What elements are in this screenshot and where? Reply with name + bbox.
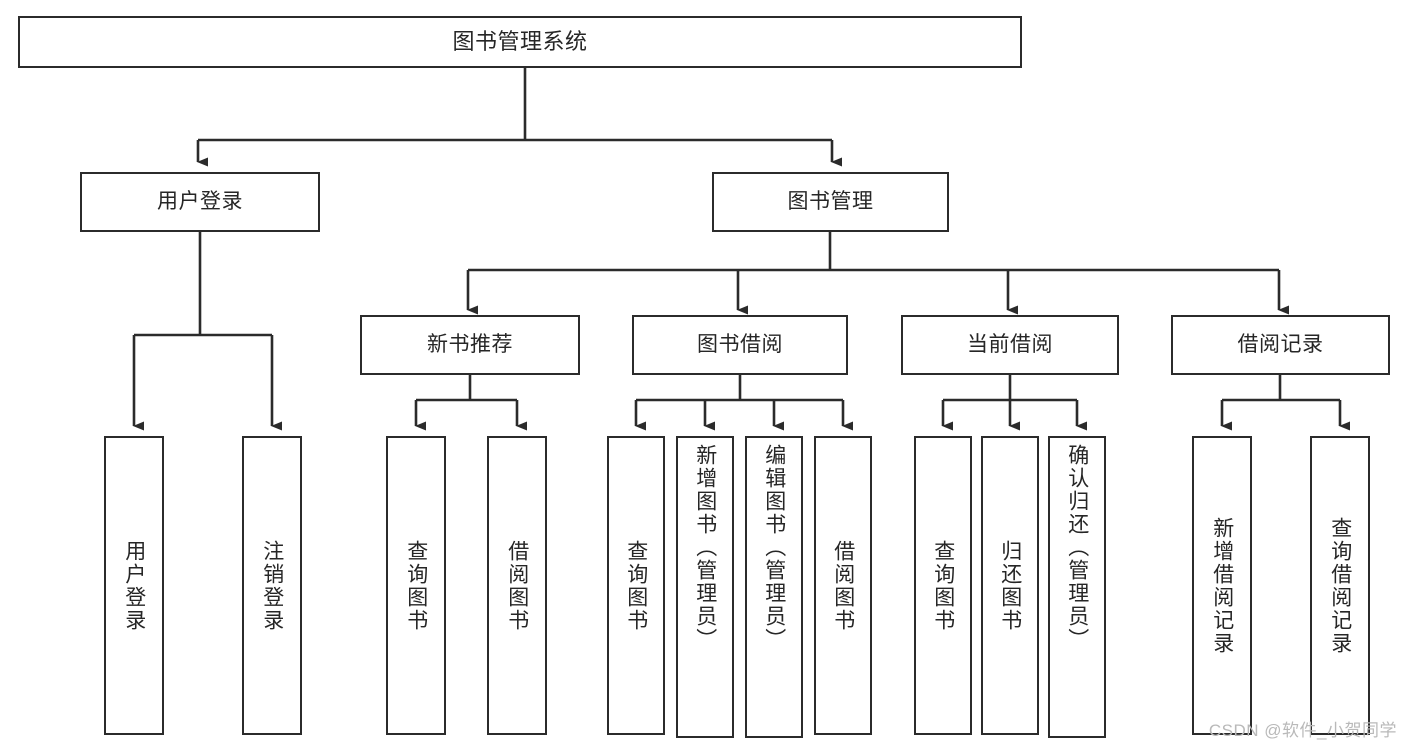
node-label: 新增图书（管理员） xyxy=(693,444,717,651)
node-label: 查询图书 xyxy=(624,539,648,632)
node-book-borrowing[interactable]: 图书借阅 xyxy=(632,315,848,375)
leaf-query-book-borrow[interactable]: 查询图书 xyxy=(607,436,665,735)
node-label: 确认归还（管理员） xyxy=(1065,444,1089,651)
node-label: 图书管理 xyxy=(787,189,874,213)
node-label: 用户登录 xyxy=(122,539,146,632)
leaf-query-book-current[interactable]: 查询图书 xyxy=(914,436,972,735)
node-borrowing-record[interactable]: 借阅记录 xyxy=(1171,315,1390,375)
node-label: 编辑图书（管理员） xyxy=(762,444,786,651)
leaf-edit-book-admin[interactable]: 编辑图书（管理员） xyxy=(745,436,803,738)
node-label: 归还图书 xyxy=(998,539,1022,632)
node-root-library-system[interactable]: 图书管理系统 xyxy=(18,16,1022,68)
leaf-borrow-book-new[interactable]: 借阅图书 xyxy=(487,436,547,735)
node-new-book-recommendation[interactable]: 新书推荐 xyxy=(360,315,580,375)
leaf-query-borrow-record[interactable]: 查询借阅记录 xyxy=(1310,436,1370,735)
node-current-borrowing[interactable]: 当前借阅 xyxy=(901,315,1119,375)
node-label: 借阅图书 xyxy=(831,539,855,632)
node-label: 查询图书 xyxy=(931,539,955,632)
leaf-add-borrow-record[interactable]: 新增借阅记录 xyxy=(1192,436,1252,735)
node-label: 注销登录 xyxy=(260,539,284,632)
node-label: 图书管理系统 xyxy=(452,29,588,55)
node-book-management[interactable]: 图书管理 xyxy=(712,172,949,232)
node-label: 当前借阅 xyxy=(967,332,1053,356)
leaf-logout[interactable]: 注销登录 xyxy=(242,436,302,735)
node-label: 图书借阅 xyxy=(697,332,783,356)
leaf-confirm-return-admin[interactable]: 确认归还（管理员） xyxy=(1048,436,1106,738)
leaf-return-book[interactable]: 归还图书 xyxy=(981,436,1039,735)
node-label: 借阅图书 xyxy=(505,539,529,632)
leaf-add-book-admin[interactable]: 新增图书（管理员） xyxy=(676,436,734,738)
leaf-query-book-new[interactable]: 查询图书 xyxy=(386,436,446,735)
leaf-user-login[interactable]: 用户登录 xyxy=(104,436,164,735)
node-user-login[interactable]: 用户登录 xyxy=(80,172,320,232)
node-label: 用户登录 xyxy=(157,189,243,213)
node-label: 借阅记录 xyxy=(1237,332,1324,356)
leaf-borrow-book-borrow[interactable]: 借阅图书 xyxy=(814,436,872,735)
node-label: 新书推荐 xyxy=(427,332,513,356)
node-label: 查询图书 xyxy=(404,539,428,632)
node-label: 新增借阅记录 xyxy=(1210,516,1234,655)
csdn-watermark: CSDN @软件_小贺同学 xyxy=(1208,721,1397,740)
node-label: 查询借阅记录 xyxy=(1328,516,1352,655)
